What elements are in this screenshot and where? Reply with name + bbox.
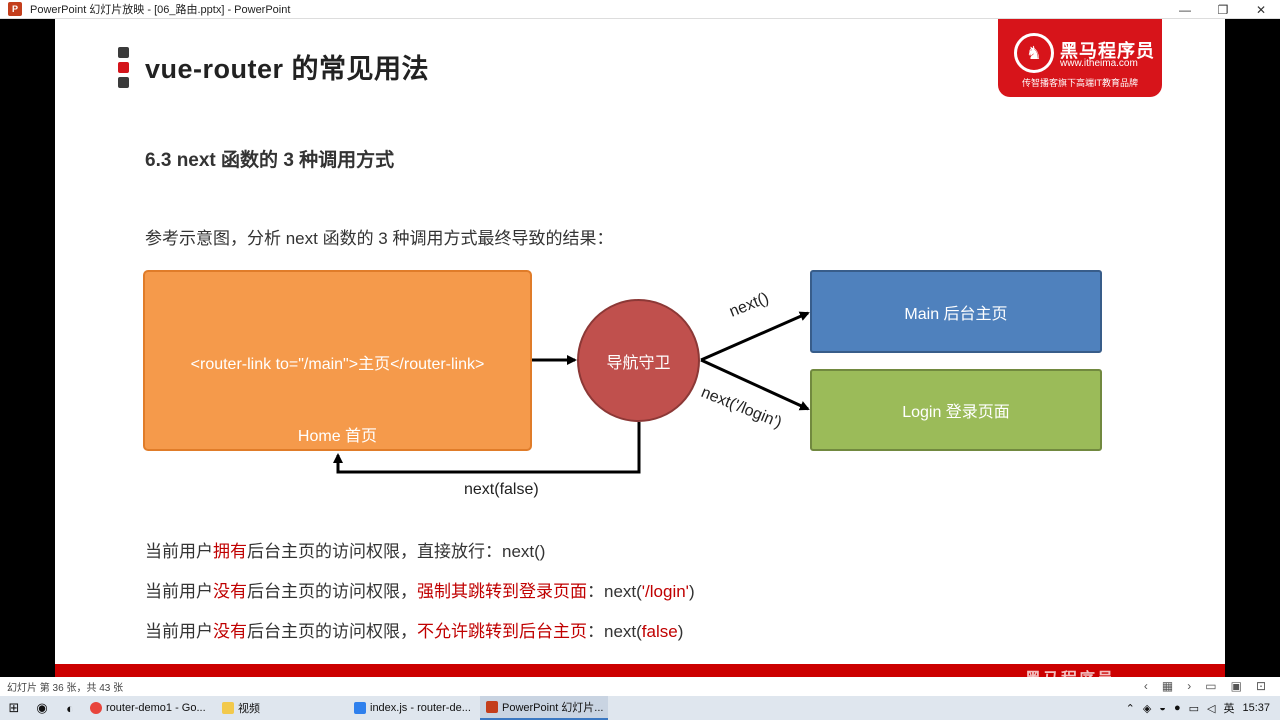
taskbar-app-chrome[interactable]: router-demo1 - Go... [84, 696, 216, 720]
app-pinned-icon[interactable]: ◉ [36, 700, 48, 715]
rule-code-arg: false [641, 622, 678, 641]
taskbar-clock[interactable]: 15:37 [1242, 702, 1270, 714]
rule-code-end: ) [688, 582, 695, 601]
rule-highlight: 拥有 [213, 542, 247, 561]
slide-title: vue-router 的常见用法 [145, 54, 430, 84]
folder-icon [222, 702, 234, 714]
powerpoint-icon [486, 701, 498, 713]
rule-middle: 后台主页的访问权限， [247, 582, 417, 601]
rule-action: 直接放行： [417, 542, 502, 561]
taskbar-app-vscode[interactable]: index.js - router-de... [348, 696, 480, 720]
taskbar-app-powerpoint[interactable]: PowerPoint 幻灯片... [480, 696, 608, 720]
home-box: <router-link to="/main">主页</router-link>… [143, 270, 532, 451]
rule-deny: 当前用户没有后台主页的访问权限，不允许跳转到后台主页：next(false) [145, 617, 683, 642]
window-title: PowerPoint 幻灯片放映 - [06_路由.pptx] - PowerP… [30, 4, 291, 16]
slide[interactable]: vue-router 的常见用法 ♞ 黑马程序员 www.itheima.com… [55, 19, 1225, 677]
tray-chevron-icon[interactable]: ⌃ [1125, 702, 1135, 715]
slide-counter: 幻灯片 第 36 张，共 43 张 [7, 683, 124, 694]
taskbar-app-label: PowerPoint 幻灯片... [502, 702, 604, 714]
tray-record-icon[interactable]: ● [1173, 702, 1181, 714]
taskbar-app-label: router-demo1 - Go... [106, 702, 206, 714]
slide-sorter-icon[interactable]: ▦ [1161, 679, 1174, 693]
rule-redirect-login: 当前用户没有后台主页的访问权限，强制其跳转到登录页面：next('/login'… [145, 577, 695, 602]
arrow-guard-to-login [700, 358, 810, 411]
home-router-link-text: <router-link to="/main">主页</router-link> [190, 356, 485, 373]
section-title: 6.3 next 函数的 3 种调用方式 [145, 150, 395, 171]
rule-prefix: 当前用户 [145, 622, 213, 641]
logo-url: www.itheima.com [1060, 58, 1138, 69]
brand-logo: ♞ 黑马程序员 www.itheima.com 传智播客旗下高端IT教育品牌 [998, 19, 1162, 97]
intro-text: 参考示意图，分析 next 函数的 3 种调用方式最终导致的结果： [145, 229, 614, 248]
vscode-icon [354, 702, 366, 714]
navigation-guard-circle: 导航守卫 [577, 299, 700, 422]
tray-volume-icon[interactable]: ◁ [1207, 702, 1216, 715]
rule-code: next() [502, 542, 546, 561]
minimize-button[interactable]: — [1179, 2, 1191, 17]
tray-network-icon[interactable]: ◒ [1159, 702, 1166, 714]
windows-start-icon[interactable]: ⊞ [8, 700, 20, 715]
home-label: Home 首页 [297, 428, 378, 445]
footer-watermark: 黑马程序员 [1025, 665, 1115, 677]
login-box: Login 登录页面 [810, 369, 1102, 451]
ime-indicator[interactable]: 英 [1223, 703, 1235, 715]
chrome-icon [90, 702, 102, 714]
window-titlebar: P PowerPoint 幻灯片放映 - [06_路由.pptx] - Powe… [0, 0, 1280, 19]
rule-code: next( [604, 582, 642, 601]
prev-slide-icon[interactable]: ‹ [1143, 679, 1148, 693]
main-box: Main 后台主页 [810, 270, 1102, 353]
logo-brand: 黑马程序员 [1060, 41, 1155, 61]
arrow-guard-to-home [333, 422, 641, 474]
normal-view-icon[interactable]: ▭ [1205, 679, 1217, 693]
footer-band [55, 664, 1225, 677]
rule-code-arg: '/login' [641, 582, 689, 601]
rule-allow: 当前用户拥有后台主页的访问权限，直接放行：next() [145, 537, 545, 562]
slideshow-view-icon[interactable]: ⊡ [1255, 679, 1266, 693]
logo-slogan: 传智播客旗下高端IT教育品牌 [1022, 78, 1138, 88]
close-button[interactable]: ✕ [1255, 2, 1267, 17]
rule-code-end: ) [677, 622, 684, 641]
status-bar: 幻灯片 第 36 张，共 43 张 ‹ ▦ › ▭ ▣ ⊡ [0, 677, 1280, 696]
system-tray: ⌃ ◈ ◒ ● ▭ ◁ 英 15:37 [1126, 696, 1280, 720]
taskbar: ⊞ ◉ ◐ router-demo1 - Go... 视频 index.js -… [0, 696, 1280, 720]
rule-code: next( [604, 622, 642, 641]
rule-highlight: 没有 [213, 622, 247, 641]
next-slide-icon[interactable]: › [1187, 679, 1192, 693]
label-next-false: next(false) [464, 481, 539, 498]
taskbar-app-label: index.js - router-de... [370, 702, 471, 714]
rule-prefix: 当前用户 [145, 542, 213, 561]
window-controls: — ❐ ✕ [1166, 0, 1280, 19]
status-icons: ‹ ▦ › ▭ ▣ ⊡ [1144, 679, 1266, 693]
title-decoration [118, 47, 130, 89]
tray-app-icon[interactable]: ◈ [1142, 702, 1152, 715]
arrow-guard-to-main [700, 311, 810, 362]
diagram-arrows [333, 311, 810, 474]
rule-middle: 后台主页的访问权限， [247, 542, 417, 561]
rule-middle: 后台主页的访问权限， [247, 622, 417, 641]
rule-highlight: 没有 [213, 582, 247, 601]
reading-view-icon[interactable]: ▣ [1230, 679, 1242, 693]
taskbar-app-folder[interactable]: 视频 [216, 696, 348, 720]
rule-colon: ： [587, 582, 604, 601]
rule-action: 不允许跳转到后台主页 [417, 622, 587, 641]
tray-battery-icon[interactable]: ▭ [1188, 702, 1199, 715]
edge-browser-icon[interactable]: ◐ [66, 700, 74, 716]
restore-button[interactable]: ❐ [1217, 2, 1229, 17]
slideshow-stage[interactable]: vue-router 的常见用法 ♞ 黑马程序员 www.itheima.com… [0, 19, 1280, 677]
rule-prefix: 当前用户 [145, 582, 213, 601]
rule-action: 强制其跳转到登录页面 [417, 582, 587, 601]
taskbar-app-label: 视频 [238, 703, 260, 715]
horse-logo-icon: ♞ [1014, 33, 1054, 73]
rule-colon: ： [587, 622, 604, 641]
powerpoint-app-icon: P [8, 2, 22, 16]
